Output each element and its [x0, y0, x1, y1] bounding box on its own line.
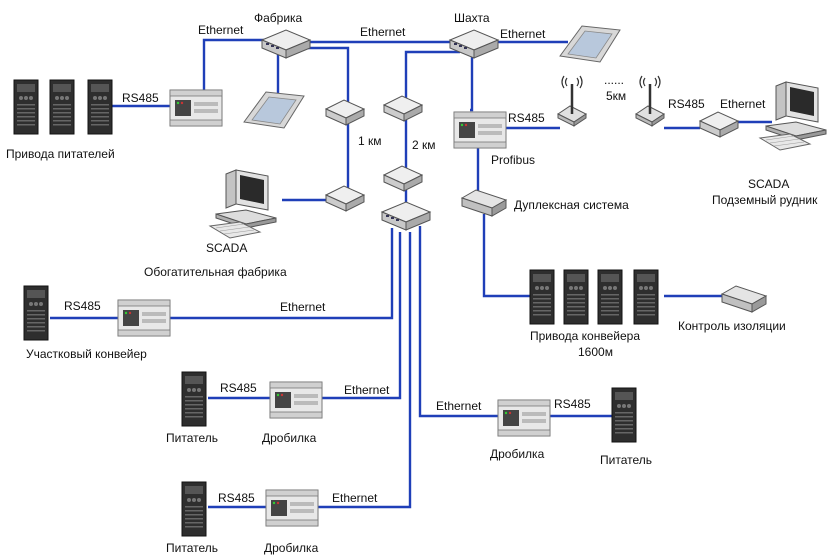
label-insulation: Контроль изоляции — [678, 319, 786, 333]
switch-icon — [381, 201, 431, 231]
label-mine-name: Подземный рудник — [712, 193, 818, 207]
label-conveyor-drives: Привода конвейера — [530, 329, 640, 343]
media-converter-icon — [383, 165, 423, 192]
radio-tower-icon — [634, 74, 666, 128]
label-rs485-section: RS485 — [64, 299, 101, 313]
labels: Фабрика Шахта Ethernet Ethernet Ethernet… — [6, 11, 818, 555]
network-links — [50, 38, 772, 509]
label-rs485-drives: RS485 — [122, 91, 159, 105]
label-section-conveyor: Участковый конвейер — [26, 347, 147, 361]
switch-icon — [261, 29, 311, 59]
label-ethernet-top-left: Ethernet — [198, 23, 244, 37]
label-ethernet-section: Ethernet — [280, 300, 326, 314]
drive-icon — [529, 269, 555, 325]
label-ethernet-top-right: Ethernet — [500, 27, 546, 41]
drive-icon — [633, 269, 659, 325]
label-crusher-c1: Дробилка — [262, 431, 317, 445]
drive-icon — [563, 269, 589, 325]
label-feeder-c2: Питатель — [600, 453, 652, 467]
label-plant-name: Обогатительная фабрика — [144, 265, 287, 279]
computer-icon — [759, 81, 827, 151]
label-ethernet-c2: Ethernet — [436, 399, 482, 413]
link-fabrika-to-1km — [300, 46, 350, 102]
label-conveyor-length: 1600м — [578, 345, 613, 359]
label-rs485-c3: RS485 — [218, 491, 255, 505]
drive-icon — [611, 387, 637, 443]
link-to-crusher-3 — [318, 232, 412, 509]
switch-icon — [449, 29, 499, 59]
label-rs485-c2: RS485 — [554, 397, 591, 411]
touch-panel-icon — [559, 25, 621, 63]
label-ethernet-mine: Ethernet — [720, 97, 766, 111]
media-converter-icon — [325, 185, 365, 212]
drive-icon — [13, 79, 39, 135]
label-rs485-mine: RS485 — [668, 97, 705, 111]
link-duplex-to-conveyor-drives — [482, 214, 530, 298]
link-to-section-conveyor — [168, 228, 394, 320]
plc-icon — [269, 381, 323, 419]
drive-icon — [597, 269, 623, 325]
label-scada-plant: SCADA — [206, 241, 247, 255]
link-shakhta-to-profibus-plc — [470, 54, 474, 112]
link-fabrika-to-panel — [272, 52, 280, 100]
computer-icon — [209, 169, 277, 239]
label-crusher-c3: Дробилка — [264, 541, 319, 555]
label-scada-mine: SCADA — [748, 177, 789, 191]
radio-tower-icon — [556, 74, 588, 128]
label-rs485-c1: RS485 — [220, 381, 257, 395]
label-ethernet-c1: Ethernet — [344, 383, 390, 397]
drive-icon — [181, 481, 207, 537]
link-fabrika-to-feeder-plc — [196, 38, 270, 98]
touch-panel-icon — [243, 91, 305, 129]
label-rs485-profibus: RS485 — [508, 111, 545, 125]
label-ethernet-c3: Ethernet — [332, 491, 378, 505]
plc-icon — [497, 399, 551, 437]
link-shakhta-to-2km — [404, 50, 460, 100]
media-converter-icon — [325, 99, 365, 126]
plc-icon — [265, 489, 319, 527]
label-5km: 5км — [606, 89, 626, 103]
label-duplex: Дуплексная система — [514, 198, 629, 212]
plc-icon — [169, 89, 223, 127]
link-to-crusher-1 — [314, 232, 402, 400]
label-shakhta: Шахта — [454, 11, 490, 25]
drive-icon — [23, 285, 49, 341]
duplex-unit-icon — [461, 189, 507, 217]
label-feeder-c1: Питатель — [166, 431, 218, 445]
label-feeder-c3: Питатель — [166, 541, 218, 555]
label-1km: 1 км — [358, 134, 382, 148]
label-drives-feeders: Привода питателей — [6, 147, 115, 161]
plc-icon — [453, 111, 507, 149]
label-2km: 2 км — [412, 138, 436, 152]
label-dots: ...... — [604, 73, 624, 87]
drive-icon — [181, 371, 207, 427]
drive-icon — [49, 79, 75, 135]
label-fabrika: Фабрика — [254, 11, 303, 25]
label-profibus: Profibus — [491, 153, 535, 167]
label-crusher-c2: Дробилка — [490, 447, 545, 461]
link-to-crusher-2 — [418, 226, 498, 418]
media-converter-icon — [383, 95, 423, 122]
plc-icon — [117, 299, 171, 337]
drive-icon — [87, 79, 113, 135]
label-ethernet-top-mid: Ethernet — [360, 25, 406, 39]
insulation-monitor-icon — [721, 285, 767, 313]
media-converter-icon — [699, 111, 739, 138]
